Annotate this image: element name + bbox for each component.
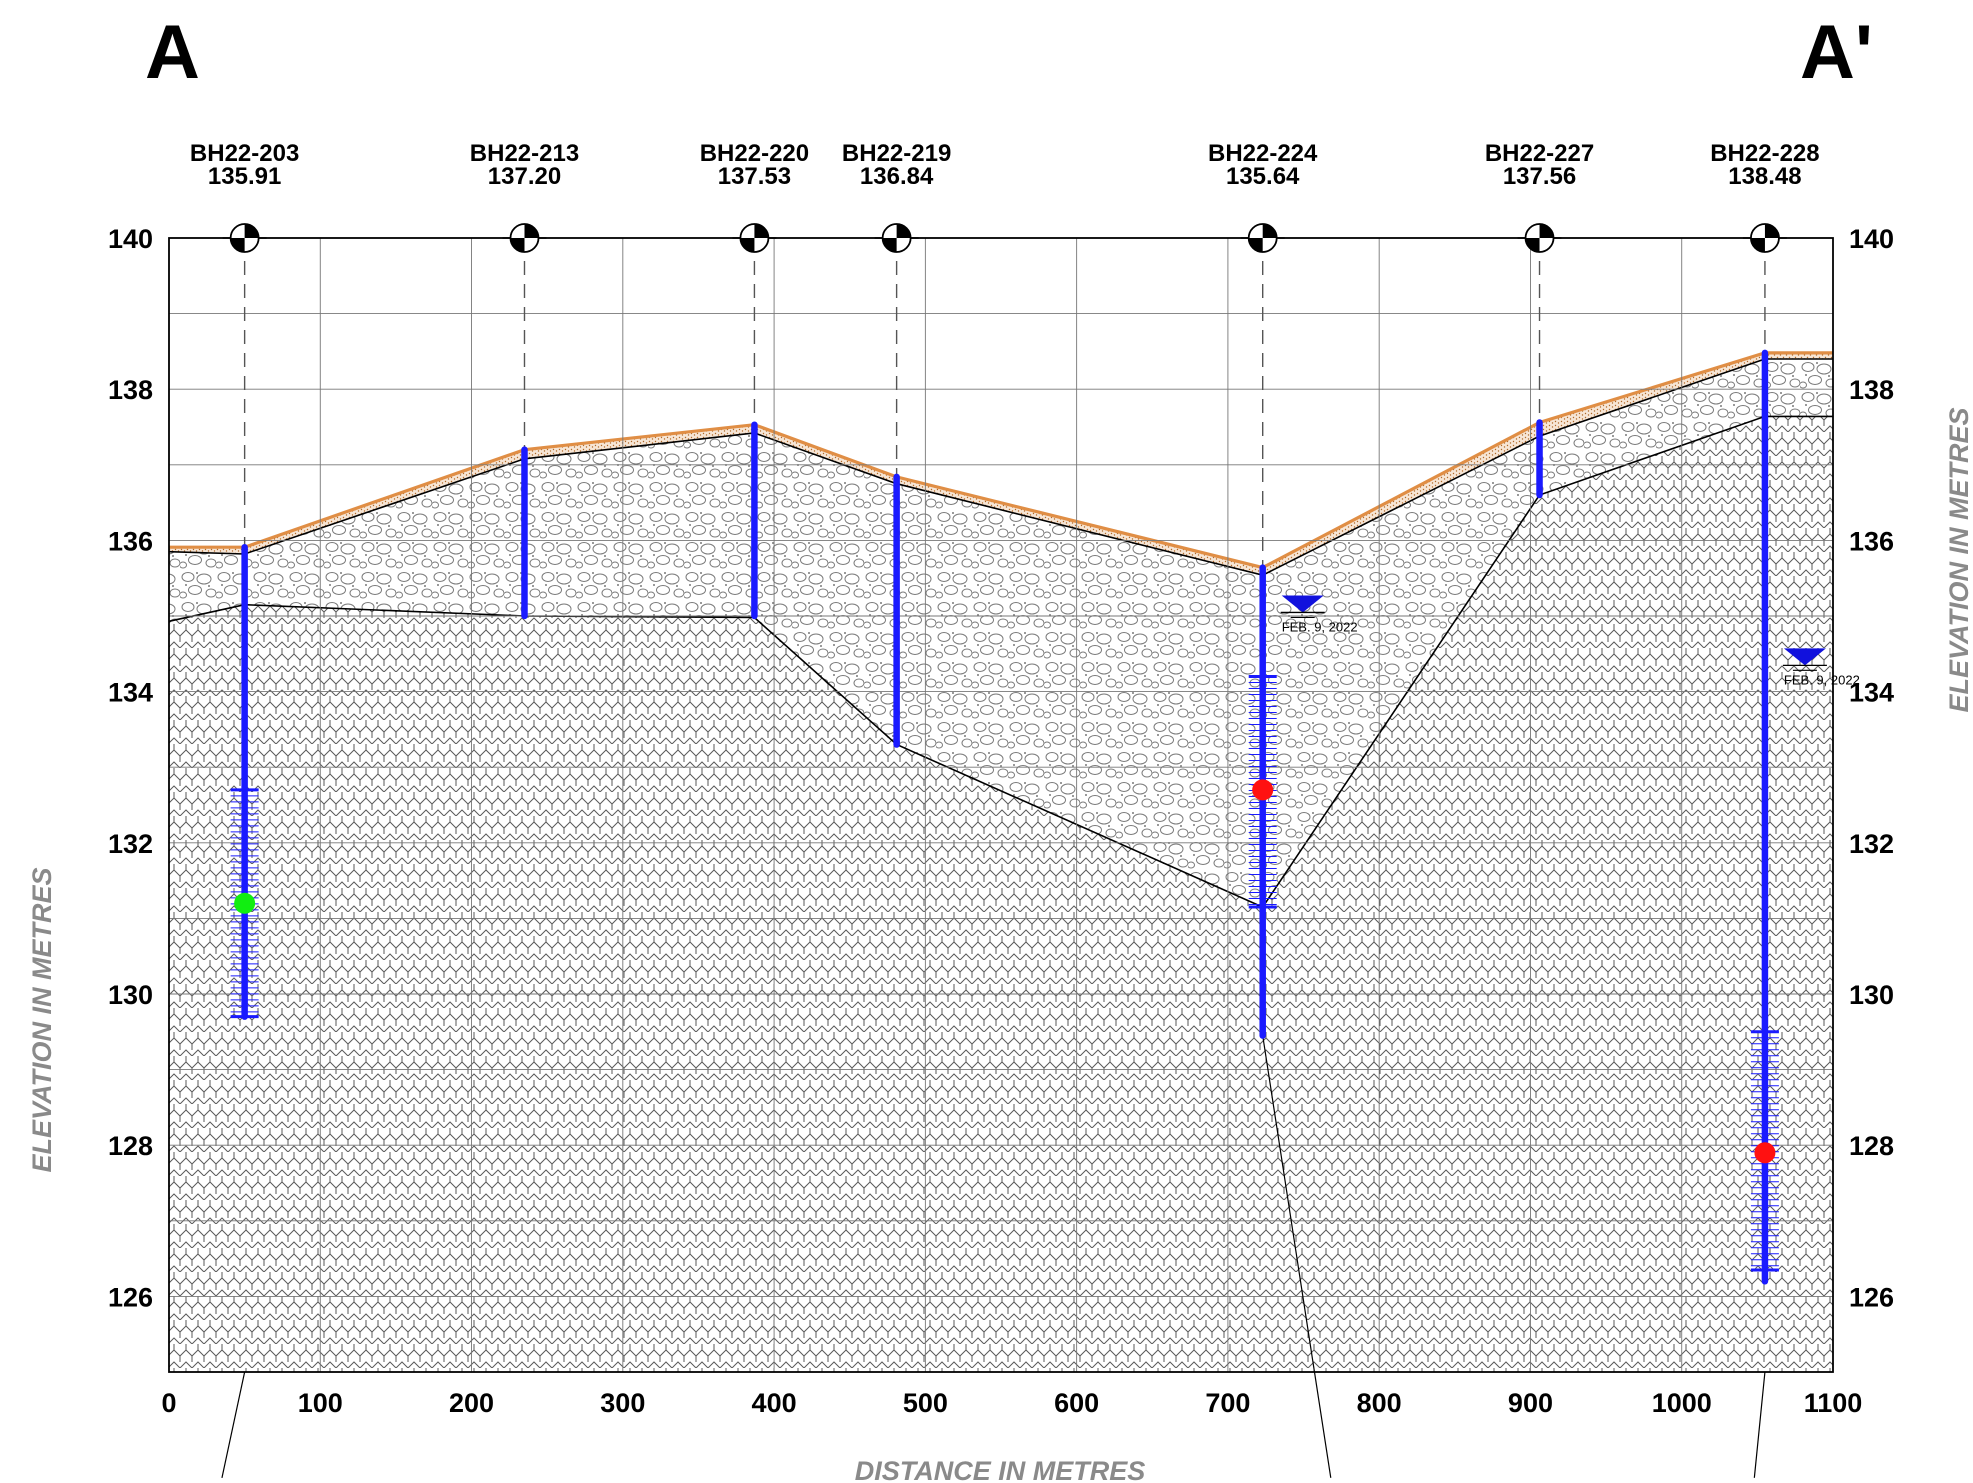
borehole-symbol-quadrant-sw [1750,238,1765,252]
sample-marker-red [1252,779,1274,801]
y-tick-label-left: 136 [108,526,153,556]
topsoil-layer [169,352,1833,576]
borehole-symbol-icon [1240,223,1285,253]
y-tick-label-left: 138 [108,375,153,405]
x-tick-label: 900 [1508,1388,1553,1418]
borehole-name: BH22-220 [700,140,809,167]
section-label-right: A' [1800,10,1873,95]
y-tick-label-right: 138 [1849,375,1894,405]
sample-marker-green [234,892,256,914]
borehole-name: BH22-227 [1485,140,1594,167]
borehole-symbol-quadrant-ne [1539,224,1554,238]
borehole-group: BH22-203135.91BH22-213137.20BH22-220137.… [190,140,1860,1478]
borehole-symbol-icon [222,223,267,253]
x-tick-label: 200 [449,1388,494,1418]
water-level-triangle-icon [1281,595,1324,613]
borehole-elevation-label: 137.20 [488,163,561,190]
borehole-name: BH22-228 [1710,140,1819,167]
y-tick-label-left: 128 [108,1131,153,1161]
y-tick-label-left: 130 [108,980,153,1010]
borehole-elevation-label: 137.56 [1503,163,1576,190]
y-tick-label-right: 134 [1849,678,1894,708]
axis-ticks: 0 100 200 300 400 500 600 700 800 900 1000 1100 126 1… [108,224,1894,1418]
borehole-name: BH22-213 [470,140,579,167]
y-tick-label-right: 128 [1849,1131,1894,1161]
borehole-symbol-quadrant-ne [524,224,539,238]
y-tick-label-right: 136 [1849,526,1894,556]
x-tick-label: 300 [600,1388,645,1418]
y-tick-label-left: 132 [108,829,153,859]
grid-lines [168,237,1834,1373]
water-level-date: FEB. 9, 2022 [1784,672,1860,687]
borehole-symbol-icon [732,223,777,253]
y-tick-label-right: 130 [1849,980,1894,1010]
x-tick-label: 400 [752,1388,797,1418]
borehole-symbol-icon [1517,223,1562,253]
fill-layer [169,359,1833,908]
water-level-marker: FEB. 9, 2022 [1280,595,1358,634]
leader-line [1262,1035,1332,1478]
x-tick-label: 500 [903,1388,948,1418]
y-tick-label-left: 140 [108,224,153,254]
well-screen [230,788,259,1019]
borehole-symbol-quadrant-ne [1262,224,1277,238]
borehole-elevation-label: 137.53 [718,163,791,190]
x-tick-label: 0 [161,1388,176,1418]
leader-line [221,1371,246,1478]
y-tick-label-left: 126 [108,1282,153,1312]
borehole-symbol-quadrant-ne [896,224,911,238]
water-level-triangle-icon [1783,648,1826,666]
borehole-symbol-quadrant-sw [1248,238,1263,252]
x-tick-label: 800 [1357,1388,1402,1418]
water-level-marker: FEB. 9, 2022 [1782,648,1860,687]
strata-layers [168,351,1833,1372]
x-tick-label: 600 [1054,1388,1099,1418]
borehole-symbol-quadrant-sw [230,238,245,252]
bedrock-layer [169,416,1833,1372]
y-axis-title-right: ELEVATION IN METRES [1944,407,1973,712]
borehole-symbol-quadrant-ne [244,224,259,238]
borehole-symbol-icon [1742,223,1787,253]
borehole-elevation-label: 135.91 [208,163,281,190]
borehole-elevation-label: 136.84 [860,163,934,190]
y-tick-label-right: 140 [1849,224,1894,254]
y-axis-title-left: ELEVATION IN METRES [27,867,57,1172]
borehole-name: BH22-203 [190,140,299,167]
leader-line [1753,1371,1766,1478]
x-tick-label: 1000 [1652,1388,1712,1418]
y-tick-label-left: 134 [108,678,153,708]
borehole-symbol-quadrant-sw [1525,238,1540,252]
x-axis-title: DISTANCE IN METRES [855,1456,1146,1483]
x-tick-label: 1100 [1804,1388,1863,1418]
y-tick-label-right: 132 [1849,829,1894,859]
plot-frame [168,237,1834,1373]
borehole-name: BH22-219 [842,140,951,167]
borehole-symbol-quadrant-sw [740,238,755,252]
section-label-left: A [145,10,200,95]
borehole-symbol-icon [874,223,919,253]
borehole-symbol-quadrant-sw [510,238,525,252]
water-level-date: FEB. 9, 2022 [1282,619,1358,634]
sample-marker-red [1754,1142,1776,1164]
borehole-symbol-icon [502,223,547,253]
borehole-name: BH22-224 [1208,140,1318,167]
borehole-symbol-quadrant-ne [1764,224,1779,238]
borehole-symbol-quadrant-sw [882,238,897,252]
y-tick-label-right: 126 [1849,1282,1894,1312]
x-tick-label: 100 [298,1388,343,1418]
borehole-elevation-label: 135.64 [1226,163,1300,190]
borehole-symbol-quadrant-ne [754,224,769,238]
x-tick-label: 700 [1205,1388,1250,1418]
borehole-elevation-label: 138.48 [1728,163,1801,190]
